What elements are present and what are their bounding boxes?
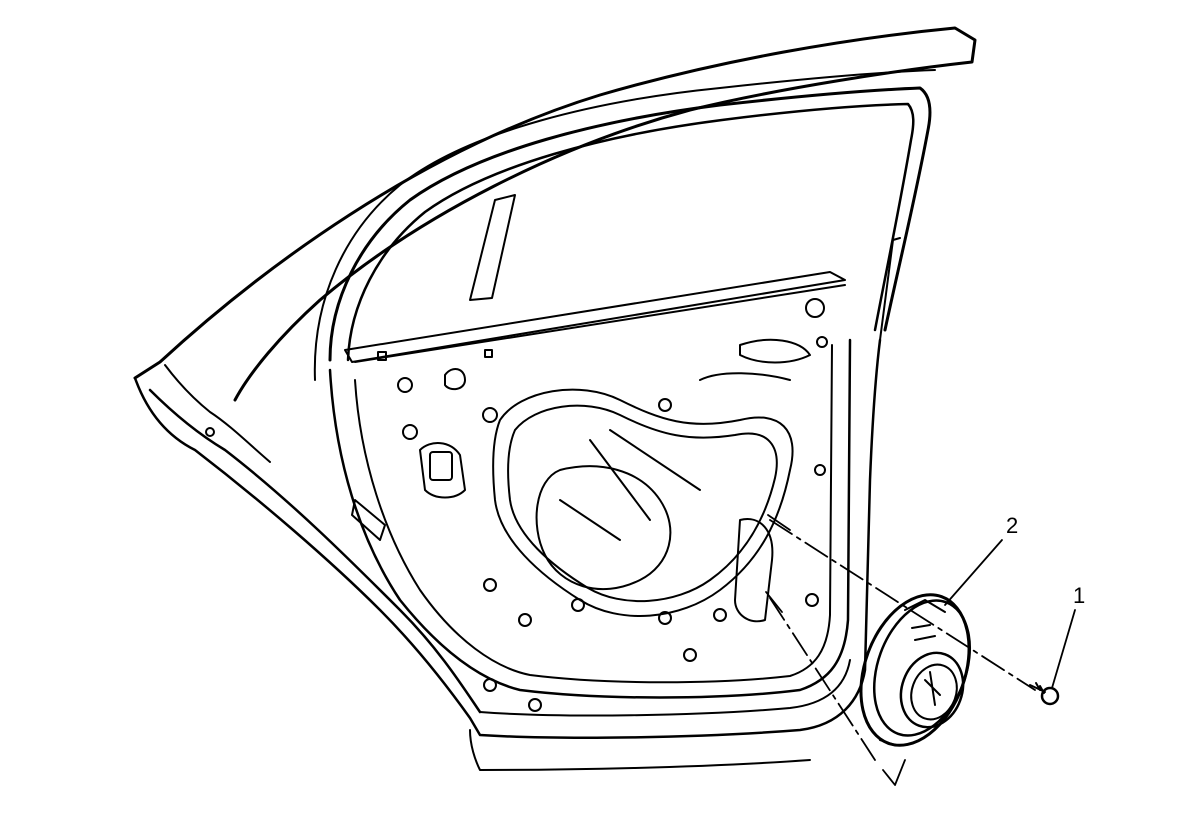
callout-label-1: 1 <box>1073 583 1086 608</box>
speaker-screw <box>1029 682 1060 706</box>
alignment-leader-lines <box>765 514 1036 761</box>
inner-door-panel <box>328 338 852 699</box>
door-speaker <box>859 593 972 747</box>
callout-label-2: 2 <box>1006 513 1019 538</box>
window-frame <box>313 69 936 381</box>
door-outer-shell <box>133 26 977 771</box>
callout-leaders <box>882 539 1076 786</box>
panel-fasteners <box>205 298 828 712</box>
